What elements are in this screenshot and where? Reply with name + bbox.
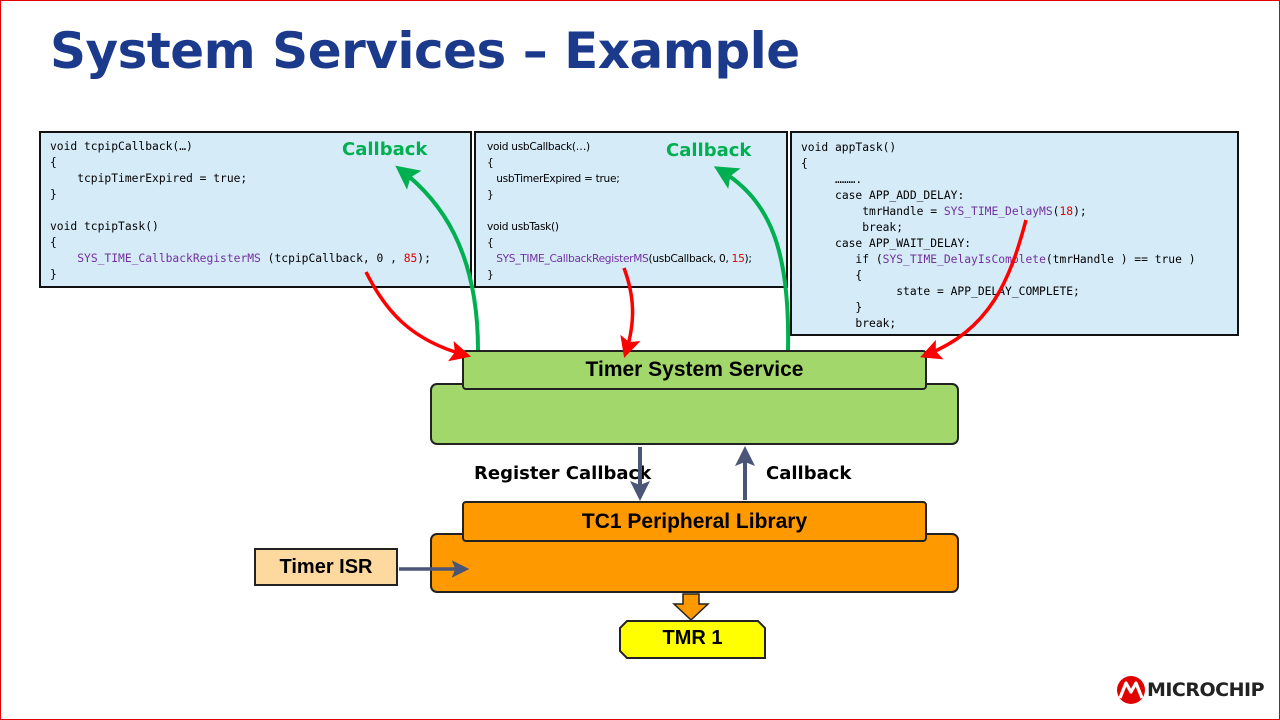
green-callback-arrow-1 bbox=[395, 165, 480, 351]
delay-function: SYS_TIME_DelayMS bbox=[943, 205, 1053, 218]
orange-down-arrow bbox=[672, 593, 710, 622]
callback-label-usb: Callback bbox=[666, 140, 752, 161]
code-block-usb: void usbCallback(…) { usbTimerExpired = … bbox=[474, 131, 788, 288]
timer-isr-box: Timer ISR bbox=[254, 548, 398, 586]
tc1-library-header: TC1 Peripheral Library bbox=[462, 501, 927, 542]
code-tcpip: void tcpipCallback(…) { tcpipTimerExpire… bbox=[50, 140, 431, 281]
code-usb: void usbCallback(…) { usbTimerExpired = … bbox=[487, 141, 752, 281]
timer-system-service-label: Timer System Service bbox=[585, 358, 804, 381]
microchip-logo-icon bbox=[1117, 676, 1145, 704]
red-arrow-usb bbox=[620, 267, 641, 359]
slide-title: System Services – Example bbox=[50, 22, 800, 80]
code-block-app: void appTask() { ………. case APP_ADD_DELAY… bbox=[790, 131, 1239, 336]
green-callback-arrow-2 bbox=[713, 166, 791, 351]
tc1-library-label: TC1 Peripheral Library bbox=[581, 509, 808, 533]
timer-system-service-header: Timer System Service bbox=[462, 350, 927, 390]
microchip-logo: MICROCHIP bbox=[1114, 674, 1265, 706]
logo-text: MICROCHIP bbox=[1146, 679, 1265, 701]
delay-value: 18 bbox=[1059, 205, 1074, 218]
register-callback-label: Register Callback bbox=[474, 463, 652, 484]
tmr1-shape bbox=[619, 620, 766, 659]
register-function: SYS_TIME_CallbackRegisterMS bbox=[496, 253, 649, 265]
tmr1-label: TMR 1 bbox=[662, 627, 723, 649]
timer-system-service-body bbox=[430, 383, 959, 445]
complete-function: SYS_TIME_DelayIsComplete bbox=[882, 253, 1046, 266]
tc1-library-body bbox=[430, 533, 959, 593]
period-value: 15 bbox=[731, 253, 745, 265]
period-value: 85 bbox=[403, 252, 418, 265]
register-function: SYS_TIME_CallbackRegisterMS bbox=[77, 252, 261, 265]
timer-isr-label: Timer ISR bbox=[279, 555, 373, 578]
red-arrow-tcpip bbox=[364, 271, 472, 362]
red-arrow-app bbox=[920, 219, 1028, 360]
callback-label: Callback bbox=[766, 463, 852, 484]
callback-label-tcpip: Callback bbox=[342, 139, 428, 160]
code-app: void appTask() { ………. case APP_ADD_DELAY… bbox=[801, 141, 1196, 330]
code-block-tcpip: void tcpipCallback(…) { tcpipTimerExpire… bbox=[39, 131, 472, 288]
